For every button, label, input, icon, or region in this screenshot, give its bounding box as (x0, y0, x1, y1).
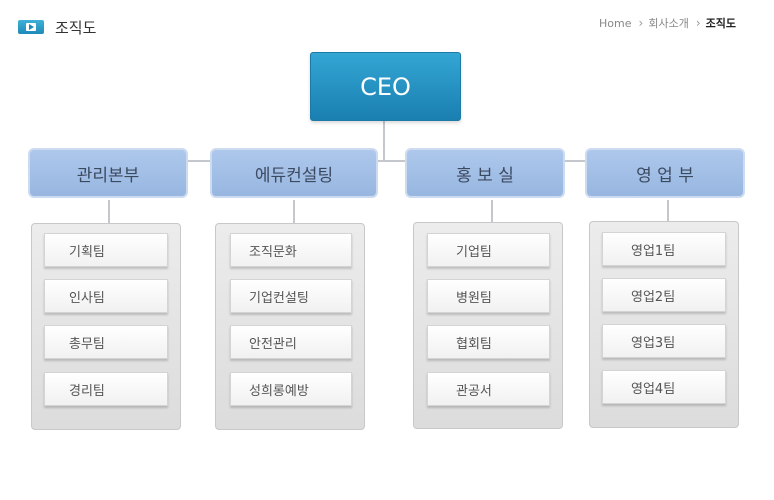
chevron-right-icon: › (695, 16, 701, 30)
team-item: 성희롱예방 (230, 372, 352, 406)
team-item: 경리팀 (44, 372, 168, 406)
connector-dept4-panel (667, 200, 669, 222)
connector-horizontal (188, 160, 586, 162)
team-panel-management: 기획팀 인사팀 총무팀 경리팀 (31, 223, 181, 430)
connector-dept2-panel (293, 200, 295, 224)
team-item: 조직문화 (230, 233, 352, 267)
breadcrumb-home-link[interactable]: Home (599, 16, 632, 30)
team-item: 영업1팀 (602, 232, 726, 266)
play-icon (18, 20, 44, 34)
breadcrumb-company-link[interactable]: 회사소개 (648, 17, 689, 30)
team-item: 안전관리 (230, 325, 352, 359)
page-title: 조직도 (55, 19, 97, 37)
team-item: 인사팀 (44, 279, 168, 313)
connector-dept1-panel (108, 200, 110, 224)
connector-dept3-panel (491, 200, 493, 224)
team-item: 기업컨설팅 (230, 279, 352, 313)
dept-management: 관리본부 (28, 148, 188, 198)
team-item: 영업3팀 (602, 324, 726, 358)
team-item: 영업4팀 (602, 370, 726, 404)
breadcrumb-current: 조직도 (705, 17, 736, 30)
team-item: 관공서 (427, 372, 550, 406)
breadcrumb: Home › 회사소개 › 조직도 (599, 15, 736, 31)
dept-edu-consulting: 에듀컨설팅 (210, 148, 378, 198)
team-panel-sales: 영업1팀 영업2팀 영업3팀 영업4팀 (589, 221, 739, 428)
ceo-box: CEO (310, 52, 461, 121)
dept-sales: 영 업 부 (585, 148, 745, 198)
team-item: 병원팀 (427, 279, 550, 313)
team-item: 기획팀 (44, 233, 168, 267)
team-item: 협회팀 (427, 325, 550, 359)
connector-ceo-vertical (383, 119, 385, 161)
team-panel-pr: 기업팀 병원팀 협회팀 관공서 (413, 222, 563, 429)
team-item: 총무팀 (44, 325, 168, 359)
dept-pr: 홍 보 실 (405, 148, 565, 198)
chevron-right-icon: › (638, 16, 644, 30)
team-item: 기업팀 (427, 233, 550, 267)
team-item: 영업2팀 (602, 278, 726, 312)
team-panel-edu-consulting: 조직문화 기업컨설팅 안전관리 성희롱예방 (215, 223, 365, 430)
